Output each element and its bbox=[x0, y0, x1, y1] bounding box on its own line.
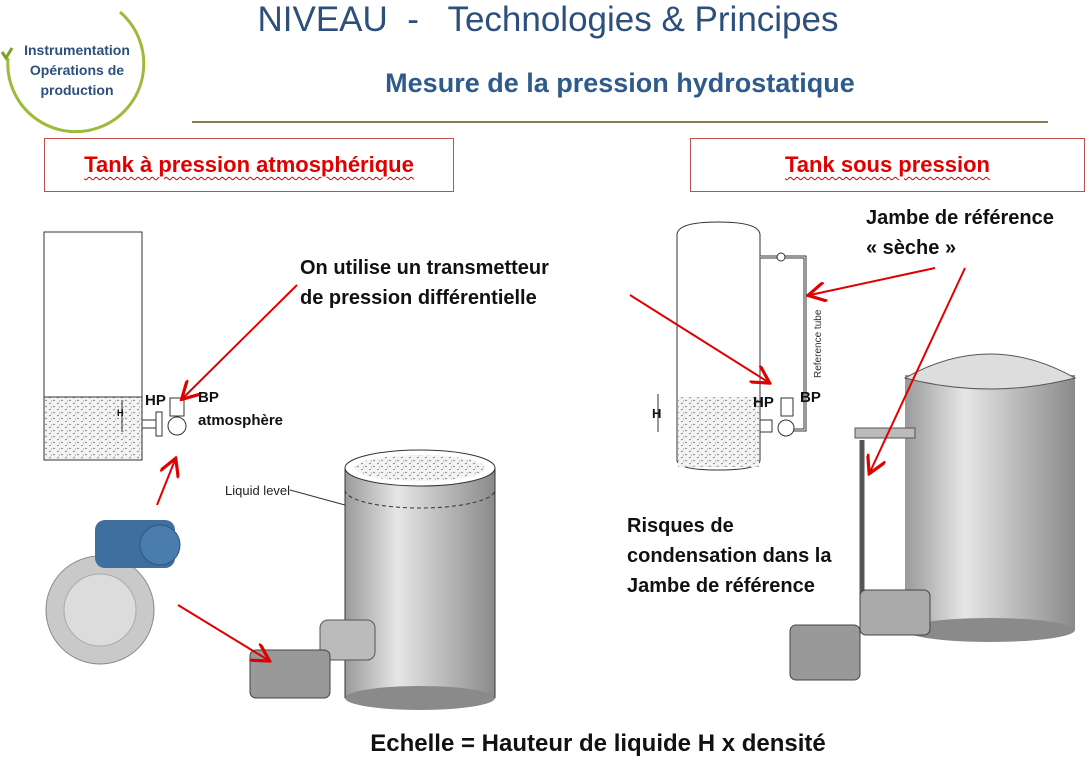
atmosphere-label: atmosphère bbox=[198, 412, 284, 429]
section-box-pressurized: Tank sous pression bbox=[690, 138, 1085, 192]
liquid-level-label: Liquid level bbox=[225, 483, 291, 498]
hp-label-left: HP bbox=[145, 392, 166, 409]
reference-tube-label: Reference tube bbox=[813, 309, 824, 378]
transmitter-photo bbox=[45, 520, 181, 665]
note-condensation: Risques de condensation dans la Jambe de… bbox=[627, 511, 831, 601]
note-line: On utilise un transmetteur bbox=[300, 257, 549, 279]
note-line: Jambe de référence bbox=[866, 207, 1054, 229]
logo-text: Instrumentation Opérations de production bbox=[14, 40, 140, 100]
pressurized-storage-tank bbox=[789, 353, 1077, 681]
page-subtitle: Mesure de la pression hydrostatique bbox=[385, 68, 855, 98]
note-line: de pression différentielle bbox=[300, 287, 537, 309]
h-label-left: H bbox=[117, 408, 124, 418]
note-line: Risques de bbox=[627, 515, 734, 537]
logo-line: Instrumentation bbox=[24, 42, 130, 58]
section-label: Tank à pression atmosphérique bbox=[84, 152, 414, 177]
h-label-right: H bbox=[652, 406, 662, 421]
section-box-atmospheric: Tank à pression atmosphérique bbox=[44, 138, 454, 192]
logo-circle bbox=[0, 10, 146, 134]
bp-label-right: BP bbox=[800, 389, 821, 406]
scale-formula: Echelle = Hauteur de liquide H x densité bbox=[370, 730, 826, 757]
note-transmitter: On utilise un transmetteur de pression d… bbox=[300, 253, 549, 313]
note-reference-leg: Jambe de référence « sèche » bbox=[866, 203, 1054, 263]
annotation-arrows bbox=[156, 267, 966, 660]
check-icon bbox=[0, 47, 14, 61]
logo-line: Opérations de bbox=[29, 62, 125, 78]
note-line: condensation dans la bbox=[627, 545, 832, 567]
note-line: Jambe de référence bbox=[627, 575, 815, 597]
logo-line: production bbox=[40, 82, 114, 98]
hp-label-right: HP bbox=[753, 394, 774, 411]
right-pressurized-tank bbox=[657, 221, 807, 471]
bp-label-left: BP bbox=[198, 389, 219, 406]
open-cylinder-tank bbox=[249, 449, 496, 710]
title-divider bbox=[192, 121, 1048, 123]
section-label: Tank sous pression bbox=[785, 152, 990, 177]
left-atmospheric-tank bbox=[43, 231, 187, 461]
note-line: « sèche » bbox=[866, 237, 957, 259]
page-title: NIVEAU - Technologies & Principes bbox=[257, 0, 839, 39]
